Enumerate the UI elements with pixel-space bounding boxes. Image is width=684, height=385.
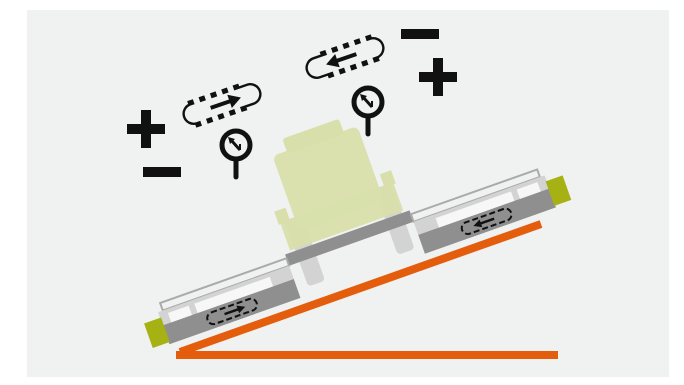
right-end-cap <box>545 175 572 206</box>
right-wing <box>409 168 572 254</box>
left-end-cap <box>144 317 170 349</box>
slope-indicator <box>176 220 558 359</box>
minus-icon <box>401 29 439 39</box>
minus-icon <box>143 167 181 177</box>
center-beam <box>285 210 414 266</box>
left-wing <box>144 256 301 349</box>
header-machine <box>144 119 572 349</box>
